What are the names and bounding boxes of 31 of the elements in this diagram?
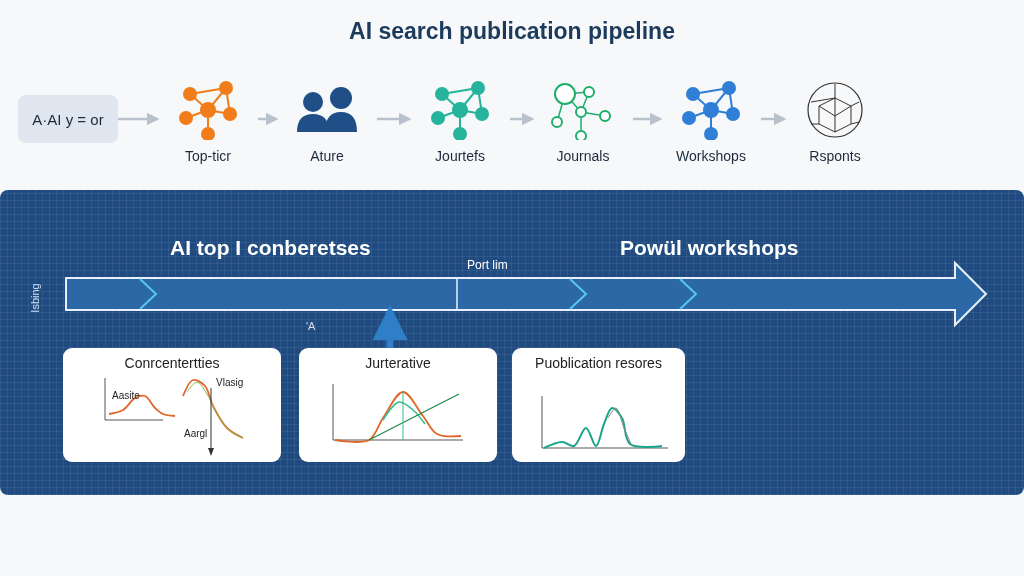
card-title: Jurterative: [364, 356, 432, 371]
start-box: [18, 95, 118, 143]
chart-note: Vlasig: [216, 377, 244, 388]
step-label: Top-ticr: [184, 148, 232, 164]
arrow: [510, 112, 535, 126]
chart-card: [299, 348, 497, 462]
arrow: [377, 112, 412, 126]
step-label: Workshops: [675, 148, 747, 164]
card-title: Puoblication resores: [534, 356, 663, 371]
chart-card: [63, 348, 281, 462]
panel-background: [0, 190, 1024, 495]
side-label: Isbing: [28, 283, 41, 313]
arrow: [118, 112, 160, 126]
chart-note: Aargl: [184, 428, 208, 439]
chart-note: Aasite: [112, 390, 140, 401]
arrow: [258, 112, 279, 126]
band-heading: AI top I conberetses: [170, 236, 371, 260]
note-label: Port lim: [467, 258, 508, 272]
box-text: A·AI y = or: [32, 110, 104, 128]
arrow: [633, 112, 663, 126]
card-title: Conrcentertties: [123, 356, 221, 371]
band-heading: Powül workshops: [620, 236, 799, 260]
chart-card: [512, 348, 685, 462]
step-label: Ature: [309, 148, 345, 164]
step-label: Journals: [555, 148, 611, 164]
diagram-title: AI search publication pipeline: [348, 18, 676, 45]
step-label: Rsponts: [808, 148, 862, 164]
arrow: [761, 112, 787, 126]
arrow: [372, 305, 408, 348]
note-label: 'A: [306, 320, 316, 332]
step-label: Jourtefs: [434, 148, 486, 164]
